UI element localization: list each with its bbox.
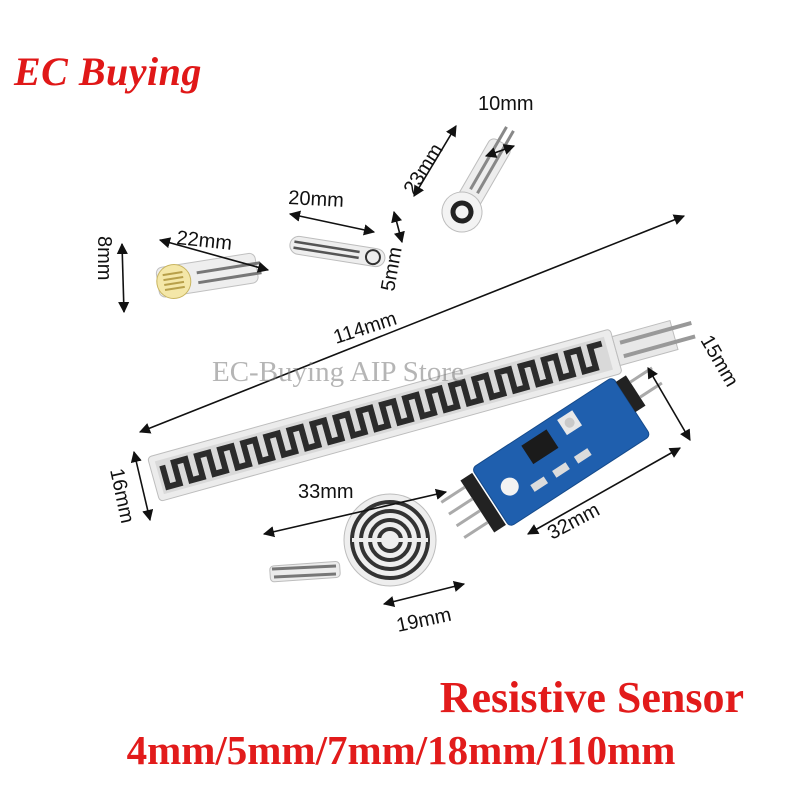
dim-label-22mm: 22mm [175,227,233,255]
dim-label-32mm: 32mm [544,499,603,545]
brand-logo: EC Buying [14,49,202,94]
dim-label-20mm: 20mm [288,187,345,212]
product-title: Resistive Sensor [439,673,744,722]
dim-label-33mm: 33mm [298,481,354,503]
dim-label-23mm: 23mm [400,140,448,199]
dim-label-15mm: 15mm [696,332,743,391]
product-sizes: 4mm/5mm/7mm/18mm/110mm [126,727,676,773]
mini-strip-sensor [289,235,386,268]
store-watermark: EC-Buying AIP Store [212,356,464,388]
dim-label-10mm: 10mm [478,93,534,115]
dim-label-8mm: 8mm [93,236,115,280]
dim-label-16mm: 16mm [105,466,138,525]
small-square-sensor [155,252,262,299]
round-sensor [269,493,437,587]
dimension-arrows [116,125,691,607]
dim-label-19mm: 19mm [394,604,453,637]
